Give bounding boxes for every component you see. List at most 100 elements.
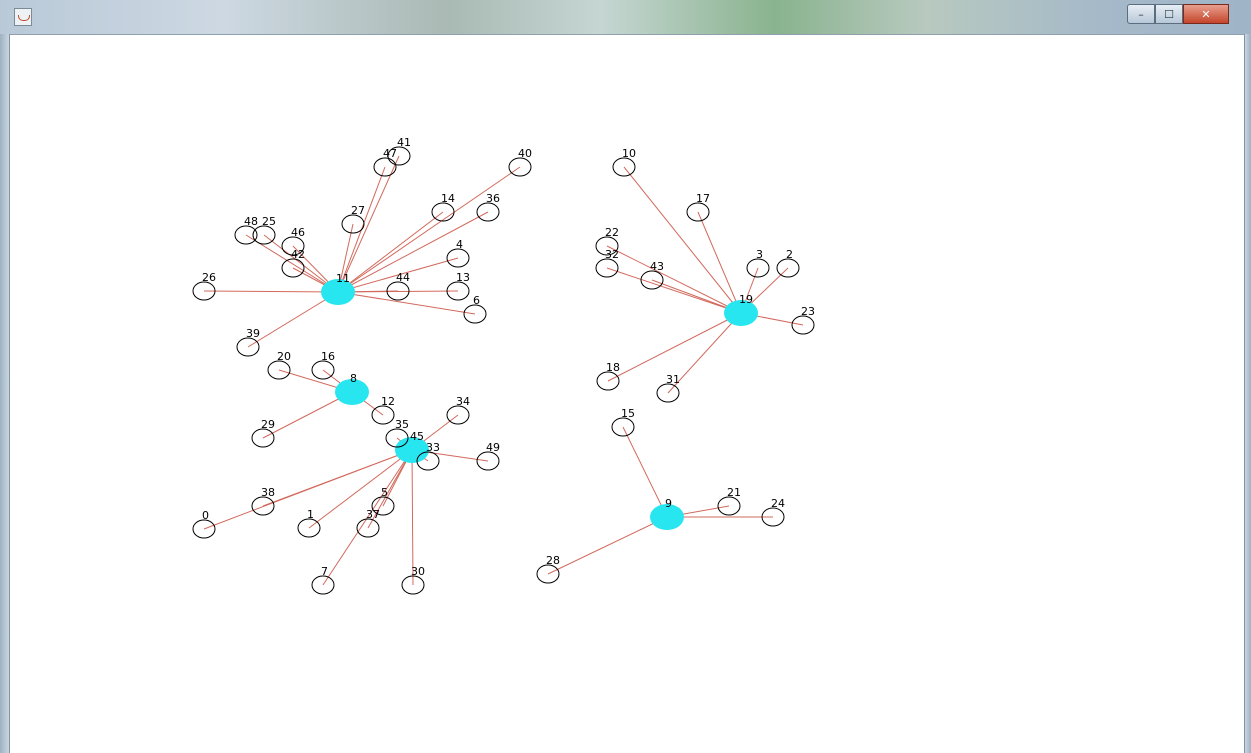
node-6[interactable]: 6 <box>463 294 487 324</box>
node-circle[interactable] <box>596 371 620 391</box>
title-bar[interactable]: – ☐ ✕ <box>0 0 1251 35</box>
node-circle[interactable] <box>321 279 355 305</box>
node-circle[interactable] <box>791 315 815 335</box>
node-24[interactable]: 24 <box>761 497 785 527</box>
minimize-button[interactable]: – <box>1127 4 1155 24</box>
node-21[interactable]: 21 <box>717 486 741 516</box>
node-15[interactable]: 15 <box>611 407 635 437</box>
node-47[interactable]: 47 <box>373 147 397 177</box>
node-28[interactable]: 28 <box>536 554 560 584</box>
node-circle[interactable] <box>385 428 409 448</box>
node-20[interactable]: 20 <box>267 350 291 380</box>
node-41[interactable]: 41 <box>387 136 411 166</box>
node-circle[interactable] <box>192 519 216 539</box>
node-circle[interactable] <box>371 405 395 425</box>
node-circle[interactable] <box>234 225 258 245</box>
node-circle[interactable] <box>267 360 291 380</box>
node-circle[interactable] <box>724 300 758 326</box>
node-23[interactable]: 23 <box>791 305 815 335</box>
node-46[interactable]: 46 <box>281 226 305 256</box>
node-12[interactable]: 12 <box>371 395 395 425</box>
node-49[interactable]: 49 <box>476 441 500 471</box>
node-circle[interactable] <box>335 379 369 405</box>
node-circle[interactable] <box>386 281 410 301</box>
node-circle[interactable] <box>236 337 260 357</box>
node-29[interactable]: 29 <box>251 418 275 448</box>
node-circle[interactable] <box>252 225 276 245</box>
node-0[interactable]: 0 <box>192 509 216 539</box>
node-33[interactable]: 33 <box>416 441 440 471</box>
hub-node-8[interactable]: 8 <box>335 372 369 405</box>
node-circle[interactable] <box>446 281 470 301</box>
node-circle[interactable] <box>595 236 619 256</box>
node-circle[interactable] <box>192 281 216 301</box>
node-circle[interactable] <box>416 451 440 471</box>
node-2[interactable]: 2 <box>776 248 800 278</box>
node-38[interactable]: 38 <box>251 486 275 516</box>
node-circle[interactable] <box>612 157 636 177</box>
node-31[interactable]: 31 <box>656 373 680 403</box>
node-circle[interactable] <box>395 437 429 463</box>
node-circle[interactable] <box>311 575 335 595</box>
node-circle[interactable] <box>650 504 684 530</box>
node-48[interactable]: 48 <box>234 215 258 245</box>
hub-node-9[interactable]: 9 <box>650 497 684 530</box>
node-circle[interactable] <box>341 214 365 234</box>
node-circle[interactable] <box>536 564 560 584</box>
node-16[interactable]: 16 <box>311 350 335 380</box>
node-circle[interactable] <box>446 248 470 268</box>
maximize-button[interactable]: ☐ <box>1155 4 1183 24</box>
node-circle[interactable] <box>476 202 500 222</box>
node-circle[interactable] <box>611 417 635 437</box>
node-13[interactable]: 13 <box>446 271 470 301</box>
node-35[interactable]: 35 <box>385 418 409 448</box>
node-30[interactable]: 30 <box>401 565 425 595</box>
node-44[interactable]: 44 <box>386 271 410 301</box>
node-circle[interactable] <box>776 258 800 278</box>
node-circle[interactable] <box>686 202 710 222</box>
node-37[interactable]: 37 <box>356 508 380 538</box>
node-18[interactable]: 18 <box>596 361 620 391</box>
node-36[interactable]: 36 <box>476 192 500 222</box>
node-circle[interactable] <box>463 304 487 324</box>
hub-node-45[interactable]: 45 <box>395 430 429 463</box>
node-circle[interactable] <box>446 405 470 425</box>
node-circle[interactable] <box>251 496 275 516</box>
node-circle[interactable] <box>640 270 664 290</box>
node-circle[interactable] <box>508 157 532 177</box>
node-42[interactable]: 42 <box>281 248 305 278</box>
node-10[interactable]: 10 <box>612 147 636 177</box>
node-circle[interactable] <box>401 575 425 595</box>
node-circle[interactable] <box>595 258 619 278</box>
node-3[interactable]: 3 <box>746 248 770 278</box>
node-circle[interactable] <box>387 146 411 166</box>
node-39[interactable]: 39 <box>236 327 260 357</box>
node-25[interactable]: 25 <box>252 215 276 245</box>
node-circle[interactable] <box>281 258 305 278</box>
node-circle[interactable] <box>373 157 397 177</box>
close-button[interactable]: ✕ <box>1183 4 1229 24</box>
node-34[interactable]: 34 <box>446 395 470 425</box>
node-circle[interactable] <box>431 202 455 222</box>
node-circle[interactable] <box>761 507 785 527</box>
node-14[interactable]: 14 <box>431 192 455 222</box>
node-40[interactable]: 40 <box>508 147 532 177</box>
node-circle[interactable] <box>656 383 680 403</box>
node-1[interactable]: 1 <box>297 508 321 538</box>
node-circle[interactable] <box>717 496 741 516</box>
node-circle[interactable] <box>311 360 335 380</box>
node-26[interactable]: 26 <box>192 271 216 301</box>
node-circle[interactable] <box>356 518 380 538</box>
node-circle[interactable] <box>281 236 305 256</box>
node-32[interactable]: 32 <box>595 248 619 278</box>
node-17[interactable]: 17 <box>686 192 710 222</box>
node-circle[interactable] <box>476 451 500 471</box>
hub-node-11[interactable]: 11 <box>321 272 355 305</box>
node-22[interactable]: 22 <box>595 226 619 256</box>
node-circle[interactable] <box>251 428 275 448</box>
node-5[interactable]: 5 <box>371 486 395 516</box>
node-7[interactable]: 7 <box>311 565 335 595</box>
hub-node-19[interactable]: 19 <box>724 293 758 326</box>
node-circle[interactable] <box>297 518 321 538</box>
node-circle[interactable] <box>371 496 395 516</box>
